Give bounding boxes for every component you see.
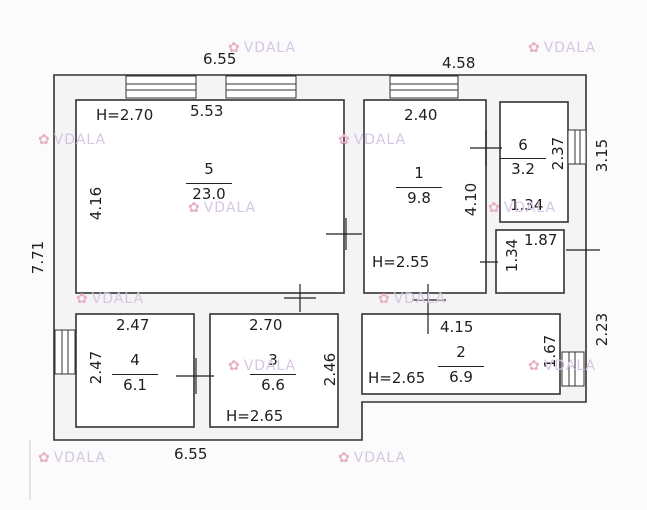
- room-6-dim-height: 2.37: [549, 136, 568, 171]
- room-1-number: 1: [414, 164, 424, 182]
- room-5-area: 23.0: [186, 183, 232, 202]
- door-hall-5: [284, 284, 316, 312]
- room-5-shape: [75, 99, 345, 294]
- room-4-area: 6.1: [112, 374, 158, 393]
- room-1-dim-height: 4.10: [462, 182, 481, 217]
- watermark-logo: ✿VDALA: [528, 358, 597, 374]
- room-3-shape: [209, 313, 339, 428]
- room-1-height: H=2.55: [372, 253, 430, 271]
- room-5-dim-height: 4.16: [87, 186, 106, 221]
- dim-top-left: 6.55: [203, 50, 237, 68]
- room-4-dim-height: 2.47: [87, 350, 106, 385]
- window-left-1: [54, 329, 76, 375]
- room-2-area: 6.9: [438, 366, 484, 385]
- watermark-logo: ✿VDALA: [188, 200, 257, 216]
- door-2: [412, 284, 446, 334]
- room-6-dim-width: 1.34: [510, 196, 544, 214]
- watermark-logo: ✿VDALA: [338, 132, 407, 148]
- watermark-logo: ✿VDALA: [528, 40, 597, 56]
- window-top-2: [225, 75, 297, 99]
- dim-left: 7.71: [29, 240, 48, 275]
- room-5-number: 5: [204, 160, 214, 178]
- door-small: [480, 249, 600, 263]
- room-5-height: H=2.70: [96, 106, 154, 124]
- dim-right-lower: 2.23: [593, 312, 612, 347]
- room-1-area: 9.8: [396, 187, 442, 206]
- watermark-logo: ✿VDALA: [228, 40, 297, 56]
- room-4-dim-width: 2.47: [116, 316, 150, 334]
- watermark-logo: ✿VDALA: [338, 450, 407, 466]
- room-3-dim-width: 2.70: [249, 316, 283, 334]
- room-3-dim-height: 2.46: [321, 352, 340, 387]
- watermark-logo: ✿VDALA: [228, 358, 297, 374]
- door-6: [470, 130, 502, 166]
- watermark-logo: ✿VDALA: [76, 291, 145, 307]
- room-3-number: 3: [268, 351, 278, 369]
- room-2-height: H=2.65: [368, 369, 426, 387]
- room-2-dim-width: 4.15: [440, 318, 474, 336]
- room-2-number: 2: [456, 343, 466, 361]
- watermark-logo: ✿VDALA: [38, 450, 107, 466]
- room-5-dim-width: 5.53: [190, 102, 224, 120]
- dim-right-upper: 3.15: [593, 138, 612, 173]
- window-top-1: [125, 75, 197, 99]
- dim-top-right: 4.58: [442, 54, 476, 72]
- room-small-dim-height: 1.34: [503, 238, 522, 273]
- door-5-1: [326, 218, 362, 250]
- room-1-shape: [363, 99, 487, 294]
- window-top-3: [389, 75, 459, 99]
- room-4-shape: [75, 313, 195, 428]
- room-4-number: 4: [130, 351, 140, 369]
- watermark-logo: ✿VDALA: [488, 200, 557, 216]
- room-small-shape: [495, 229, 565, 294]
- room-small-dim-width: 1.87: [524, 231, 558, 249]
- dim-bottom: 6.55: [174, 445, 208, 463]
- room-6-shape: [499, 101, 569, 223]
- door-4: [176, 358, 214, 394]
- room-1-dim-width: 2.40: [404, 106, 438, 124]
- room-2-shape: [361, 313, 561, 395]
- room-6-number: 6: [518, 136, 528, 154]
- room-3-height: H=2.65: [226, 407, 284, 425]
- window-right-1: [567, 129, 587, 165]
- room-3-area: 6.6: [250, 374, 296, 393]
- window-right-2: [561, 351, 585, 387]
- room-6-area: 3.2: [500, 158, 546, 177]
- watermark-logo: ✿VDALA: [378, 291, 447, 307]
- watermark-logo: ✿VDALA: [38, 132, 107, 148]
